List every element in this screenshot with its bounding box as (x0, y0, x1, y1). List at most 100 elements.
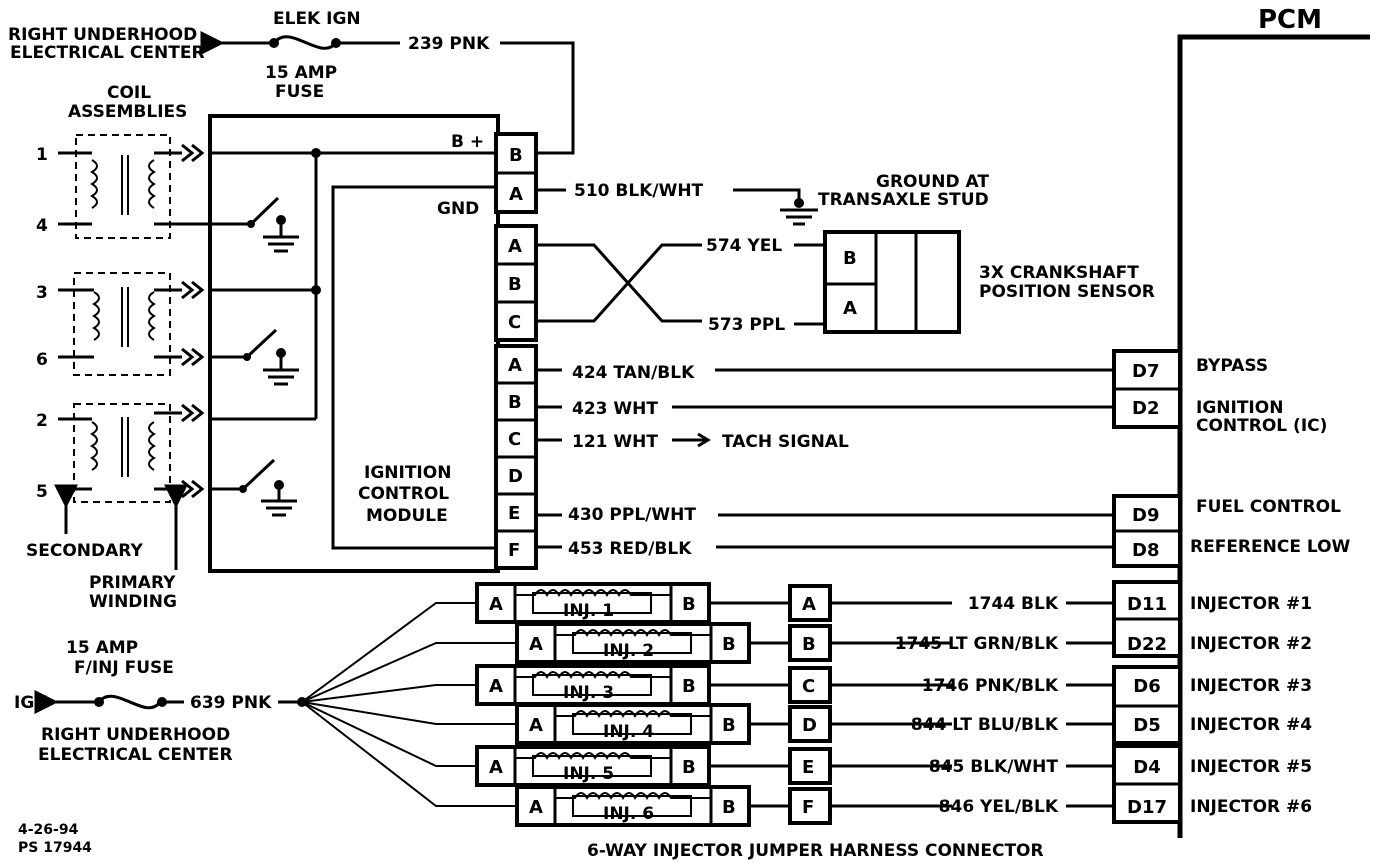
injector-wire-label: 844 LT BLU/BLK (911, 715, 1059, 735)
pin-label: E (508, 503, 520, 524)
icm-pcm-wires: 424 TAN/BLK 423 WHT 121 WHT TACH SIGNAL … (536, 363, 1114, 559)
icm-name-1: IGNITION (364, 463, 451, 483)
coil-pack-2 (73, 272, 171, 376)
crank-sensor-label-1: 3X CRANKSHAFT (979, 263, 1139, 283)
harness-pin-box (788, 705, 832, 743)
injector-name: INJ. 2 (603, 641, 654, 661)
pcm-injector-label: INJECTOR #1 (1190, 594, 1312, 614)
pcm-outline (1177, 34, 1370, 838)
pcm-label-ic-1: IGNITION (1196, 398, 1283, 418)
harness-pin: F (802, 797, 814, 818)
crank-sensor-body (823, 230, 961, 334)
coil-number: 5 (36, 482, 48, 502)
wire-510-label: 510 BLK/WHT (574, 181, 704, 201)
coil-pack-1 (75, 134, 171, 239)
pin-label: B (509, 145, 523, 166)
pcm-pin: D8 (1132, 540, 1159, 561)
pcm-label-fuel: FUEL CONTROL (1196, 497, 1341, 517)
inj-center-label-1: RIGHT UNDERHOOD (41, 725, 230, 745)
coil-title-2: ASSEMBLIES (68, 102, 187, 122)
pin-label: D (508, 466, 523, 487)
coil-title-1: COIL (107, 83, 151, 103)
ground-label-1: GROUND AT (876, 172, 989, 192)
fuse-rating-1: 15 AMP (265, 63, 337, 83)
injector-winding-frame (572, 632, 692, 654)
primary-label-1: PRIMARY (89, 573, 176, 593)
inj-fuse-rating-1: 15 AMP (66, 638, 138, 658)
coil-number: 1 (36, 145, 48, 165)
crank-sensor-label-2: POSITION SENSOR (979, 282, 1155, 302)
injector-pin-a: A (529, 634, 543, 655)
pcm-injector-label: INJECTOR #6 (1190, 797, 1312, 817)
pin-label: C (508, 312, 521, 333)
harness-pin: E (802, 757, 814, 778)
secondary-label: SECONDARY (26, 541, 143, 561)
icm-outline (208, 114, 500, 573)
injector-pin-b: B (682, 757, 696, 778)
injector-name: INJ. 6 (603, 804, 654, 824)
coil-number: 4 (36, 216, 48, 236)
wire-574-route (536, 243, 702, 323)
wire-121-label: 121 WHT (572, 432, 658, 452)
injector-winding-frame (532, 592, 652, 614)
icm-inner-line (331, 185, 496, 550)
injector-winding-frame (532, 674, 652, 696)
injector-feed-wire (301, 642, 517, 703)
pcm-pin: D2 (1132, 398, 1159, 419)
pin-label: A (843, 298, 857, 319)
wire-573-route (536, 243, 702, 323)
ground-circuit: 510 BLK/WHT GROUND AT TRANSAXLE STUD (536, 172, 989, 226)
pin-label: A (508, 236, 522, 257)
wire-430-label: 430 PPL/WHT (568, 505, 696, 525)
injector-wire-label: 845 BLK/WHT (929, 757, 1059, 777)
tach-signal-label: TACH SIGNAL (722, 432, 849, 452)
harness-pin-box (788, 747, 832, 785)
injector-coil-icon (515, 671, 671, 679)
harness-pin: B (802, 634, 816, 655)
pcm-label-reflow: REFERENCE LOW (1190, 537, 1351, 557)
pin-label: B (508, 274, 522, 295)
injector-wire-label: 1746 PNK/BLK (922, 676, 1059, 696)
injector-name: INJ. 1 (563, 601, 614, 621)
elek-ign-label: ELEK IGN (273, 9, 361, 29)
coil-number: 6 (36, 350, 48, 370)
pcm-injector-pin: D4 (1133, 757, 1160, 778)
pcm-injector-label: INJECTOR #4 (1190, 715, 1312, 735)
injector-wire-label: 846 YEL/BLK (939, 797, 1059, 817)
pin-label: B (843, 248, 857, 269)
ground-icon (780, 208, 818, 226)
injector-feed-wire (301, 701, 477, 767)
coil-winding-icon (90, 155, 156, 477)
injector-coil-icon (515, 589, 671, 597)
pcm-label-bypass: BYPASS (1196, 356, 1268, 376)
injector-feed-wire (301, 684, 477, 703)
gnd-label: GND (437, 199, 479, 219)
wire-574-label: 574 YEL (706, 236, 782, 256)
injector-pin-b: B (722, 715, 736, 736)
wire-573-label: 573 PPL (708, 315, 785, 335)
inj-center-label-2: ELECTRICAL CENTER (38, 745, 233, 765)
injector-coil-icon (555, 792, 711, 800)
top-center-label-2: ELECTRICAL CENTER (10, 43, 205, 63)
harness-pin: A (802, 594, 816, 615)
pcm-title: PCM (1258, 5, 1322, 35)
injector-pin-a: A (489, 676, 503, 697)
injector-pin-a: A (529, 797, 543, 818)
injector-name: INJ. 4 (603, 722, 654, 742)
ground-label-2: TRANSAXLE STUD (818, 190, 989, 210)
wire-639-label: 639 PNK (190, 693, 272, 713)
wire-453-label: 453 RED/BLK (568, 539, 692, 559)
pcm-injector-pin: D22 (1127, 634, 1167, 655)
wire-424-label: 424 TAN/BLK (572, 363, 695, 383)
pcm-pin: D9 (1132, 505, 1159, 526)
injector-feed-wire (301, 701, 517, 725)
injector-name: INJ. 3 (563, 683, 614, 703)
crankshaft-sensor-circuit: 574 YEL 573 PPL B A 3X CRANKSHAFT POSITI… (536, 230, 1155, 335)
